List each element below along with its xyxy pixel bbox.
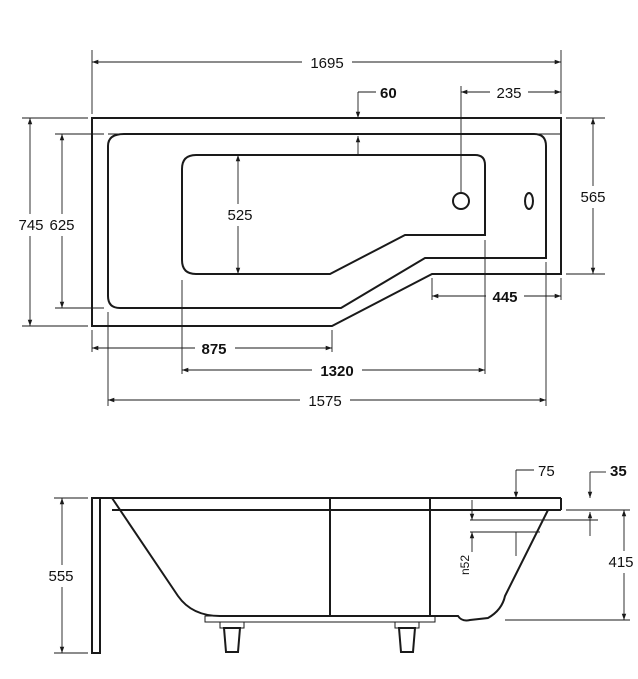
- dim-overall-height: 555: [48, 568, 73, 585]
- plan-outer-rim: [91, 117, 562, 327]
- dim-overflow-offset: 75: [538, 463, 555, 480]
- dim-wide-section-length: 875: [201, 341, 226, 358]
- dim-inner-length: 1575: [308, 393, 341, 410]
- dim-overall-length: 1695: [310, 55, 343, 72]
- dim-waste-offset: 235: [496, 85, 521, 102]
- plan-basin-floor: [181, 154, 486, 275]
- foot-left: [219, 621, 245, 653]
- plan-view: 1695 60 235 745 625 525 565 445 875: [16, 50, 611, 410]
- plan-inner-bowl: [107, 133, 547, 309]
- side-view: 555 415 75 35 n52: [44, 463, 638, 654]
- dim-basin-length: 1320: [320, 363, 353, 380]
- drain-icon: [452, 192, 470, 210]
- dim-overflow-diameter: n52: [458, 555, 472, 575]
- dim-basin-depth: 525: [227, 207, 252, 224]
- dim-rim-thickness: 35: [610, 463, 627, 480]
- dim-rim-offset: 60: [380, 85, 397, 102]
- dim-narrow-section-length: 445: [492, 289, 517, 306]
- front-panel: [91, 497, 101, 654]
- overflow-icon: [524, 192, 534, 210]
- dim-inner-width: 625: [49, 217, 74, 234]
- foot-right: [394, 621, 420, 653]
- dim-tub-height: 415: [608, 554, 633, 571]
- dim-overall-width: 745: [18, 217, 43, 234]
- dim-narrow-end-width: 565: [580, 189, 605, 206]
- tub-body-profile: [111, 497, 549, 622]
- base-plate: [204, 615, 436, 623]
